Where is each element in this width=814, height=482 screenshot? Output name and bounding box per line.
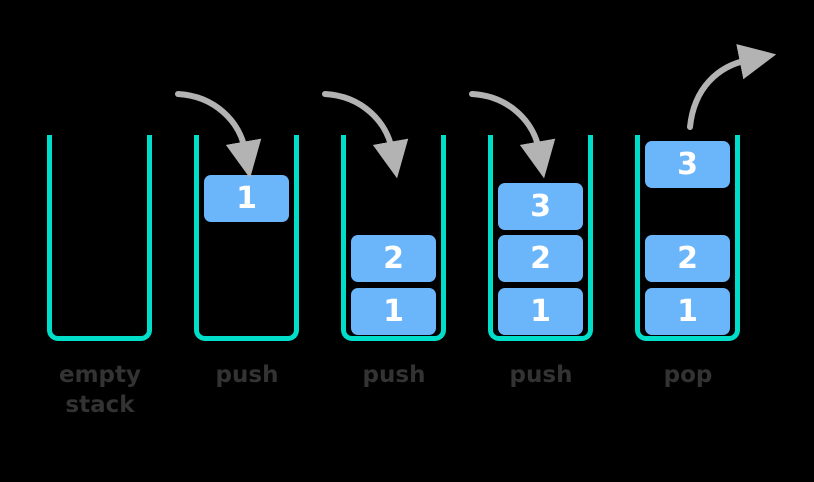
stack-container: [488, 135, 593, 341]
stack-block: 2: [498, 235, 583, 282]
stack-column-pop: 3 2 1 pop: [613, 0, 763, 482]
stack-blocks-area: 2 1: [341, 135, 446, 341]
stack-caption: push: [509, 362, 573, 388]
stack-caption: push: [362, 362, 426, 388]
stack-block: 3: [498, 183, 583, 230]
stack-block: 1: [204, 175, 289, 222]
stack-column-push-1: 1 push: [172, 0, 322, 482]
stack-container: [47, 135, 152, 341]
stack-block: 1: [645, 288, 730, 335]
stack-blocks-area: 3 2 1: [488, 135, 593, 341]
stack-block: 1: [351, 288, 436, 335]
stack-caption: pop: [663, 362, 713, 388]
stack-blocks-area: 3 2 1: [635, 135, 740, 341]
stack-blocks-area: 1: [194, 135, 299, 341]
stack-block: 1: [498, 288, 583, 335]
stack-column-push-2: 2 1 push: [319, 0, 469, 482]
stack-block: 2: [351, 235, 436, 282]
stack-column-push-3: 3 2 1 push: [466, 0, 616, 482]
stack-container: [341, 135, 446, 341]
stack-column-empty: empty stack: [25, 0, 175, 482]
stack-caption: empty stack: [58, 362, 142, 418]
stack-container: [194, 135, 299, 341]
stack-block-ejected: 3: [645, 141, 730, 188]
stack-blocks-area: [47, 135, 152, 341]
stack-block: 2: [645, 235, 730, 282]
stack-container: [635, 135, 740, 341]
stack-caption: push: [215, 362, 279, 388]
